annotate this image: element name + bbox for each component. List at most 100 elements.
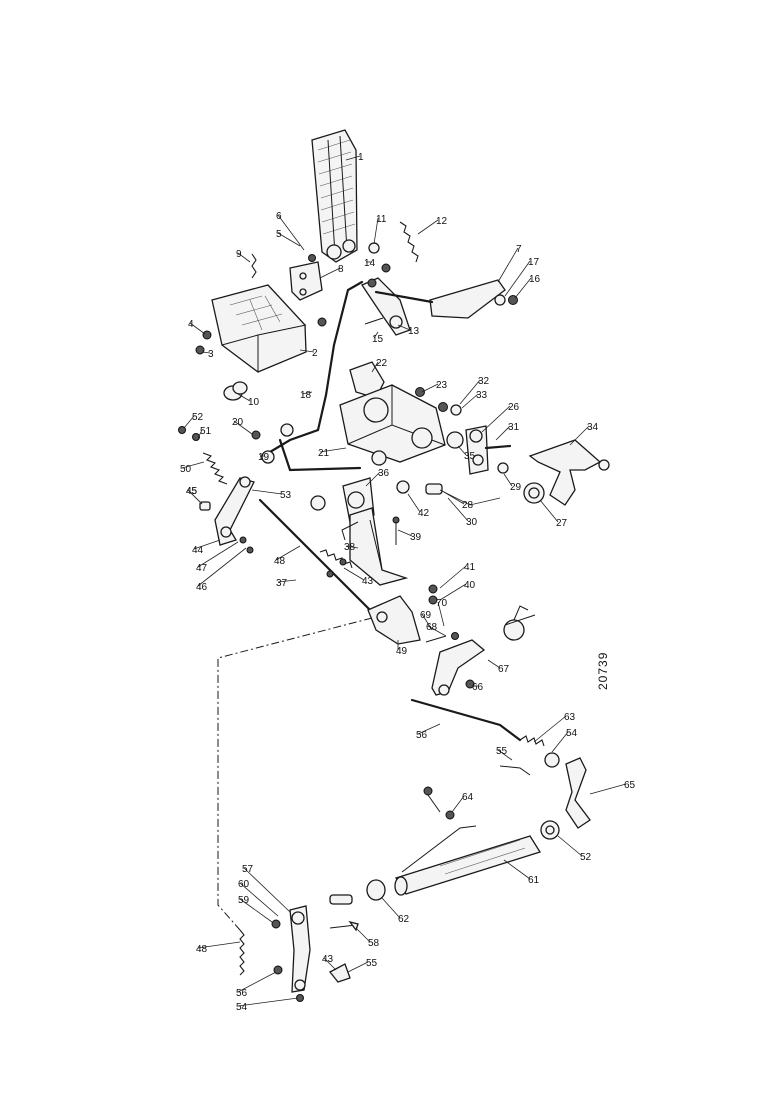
callout-leader: [237, 997, 299, 1007]
callout-leader: [373, 331, 379, 339]
callout-number: 35: [464, 451, 476, 462]
callout-leader: [569, 425, 590, 446]
callout-number: 47: [196, 563, 208, 574]
callout-leader: [237, 393, 251, 402]
callout-leader: [503, 473, 513, 487]
left-lever-44: [178, 426, 255, 554]
callout-leader: [355, 927, 371, 943]
callout-number: 19: [258, 452, 270, 463]
callout-number: 33: [476, 390, 488, 401]
callout-leader: [251, 489, 283, 495]
callout-number: 59: [238, 895, 250, 906]
callout-leader: [197, 941, 241, 949]
callout-number: 48: [196, 944, 208, 955]
callout-leader: [439, 565, 467, 589]
callout-number: 7: [516, 244, 522, 255]
callout-leader: [277, 214, 305, 251]
callout-number: 14: [364, 258, 376, 269]
callout-number: 5: [276, 229, 282, 240]
callout-leader: [417, 219, 439, 235]
lower-lever-57: [239, 905, 351, 1002]
callout-number: 16: [529, 274, 541, 285]
adjusting-rod-48: [258, 498, 438, 645]
callout-number: 64: [462, 792, 474, 803]
callout-leader: [437, 601, 445, 627]
callout-leader: [504, 260, 531, 297]
callout-leader: [277, 232, 301, 247]
callout-leader: [557, 835, 583, 857]
callout-leader: [197, 547, 247, 587]
callout-number: 56: [236, 988, 248, 999]
cross-shaft-bracket: [251, 361, 446, 466]
callout-leader: [347, 961, 369, 973]
callout-number: 23: [436, 380, 448, 391]
callout-leader: [497, 749, 513, 761]
callout-number: 50: [180, 464, 192, 475]
callout-number: 9: [236, 249, 242, 260]
callout-number: 26: [508, 402, 520, 413]
connecting-rod-66: [410, 698, 560, 776]
callout-number: 43: [322, 954, 334, 965]
callout-leader: [345, 545, 359, 549]
callout-number: 29: [510, 482, 522, 493]
callout-leader: [533, 715, 567, 743]
callout-leader: [421, 613, 433, 631]
callout-number: 44: [192, 545, 204, 556]
callout-leader: [181, 461, 205, 469]
callout-leader: [239, 898, 273, 923]
callout-leader: [551, 731, 569, 753]
callout-number: 36: [378, 468, 390, 479]
callout-leader: [539, 499, 559, 523]
callout-number: 31: [508, 422, 520, 433]
callout-number: 15: [372, 334, 384, 345]
callout-number: 20: [232, 417, 244, 428]
callout-number: 54: [236, 1002, 248, 1013]
callout-leader: [183, 415, 195, 429]
callout-leader: [197, 429, 203, 439]
callout-leader: [237, 252, 251, 263]
callout-number: 57: [242, 864, 254, 875]
callout-number: 38: [344, 542, 356, 553]
callout-leader: [201, 351, 211, 354]
pedal-base-box: [195, 253, 307, 373]
callout-number: 6: [276, 211, 282, 222]
callout-number: 27: [556, 518, 568, 529]
callout-leader: [589, 783, 627, 795]
callout-leader: [275, 545, 301, 561]
callout-number: 1: [358, 152, 364, 163]
callout-leader: [193, 539, 221, 550]
callout-leader: [503, 859, 531, 880]
pull-rod-19: [261, 280, 364, 472]
callout-number: 30: [466, 517, 478, 528]
callout-number: 54: [566, 728, 578, 739]
callout-number: 53: [280, 490, 292, 501]
callout-number: 68: [426, 622, 438, 633]
callout-number: 55: [496, 746, 508, 757]
callout-number: 66: [472, 682, 484, 693]
callout-number: 43: [362, 576, 374, 587]
callout-leader: [323, 957, 337, 971]
callout-number: 13: [408, 326, 420, 337]
callout-leader: [243, 867, 291, 913]
callout-leader: [187, 489, 203, 505]
callout-leader: [239, 882, 279, 917]
callout-number: 70: [436, 598, 448, 609]
callout-leaders: [181, 155, 627, 1007]
callout-number: 49: [396, 646, 408, 657]
callout-leader: [319, 267, 341, 279]
callout-number: 41: [464, 562, 476, 573]
callout-number: 46: [196, 582, 208, 593]
callout-number: 67: [498, 664, 510, 675]
lever-65: [540, 757, 591, 840]
callout-number: 18: [300, 390, 312, 401]
callout-number: 69: [420, 610, 432, 621]
callout-number: 10: [248, 397, 260, 408]
callout-leader: [319, 447, 347, 453]
callout-leader: [417, 723, 441, 735]
callout-number: 45: [186, 486, 198, 497]
callout-number: 40: [464, 580, 476, 591]
callout-number: 34: [587, 422, 599, 433]
callout-number: 52: [580, 852, 592, 863]
